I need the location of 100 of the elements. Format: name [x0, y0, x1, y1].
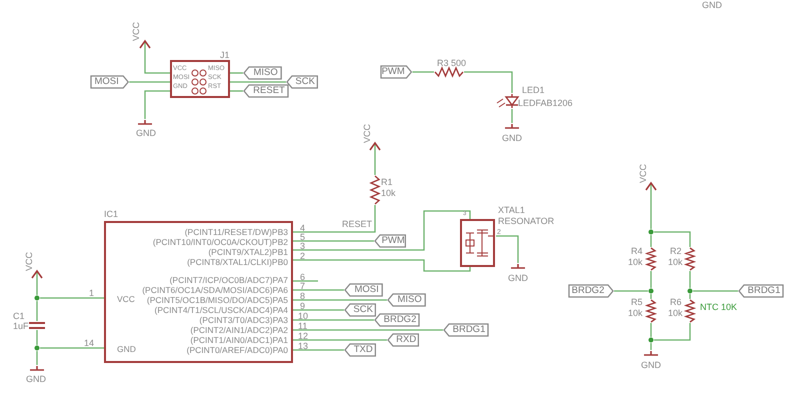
pin-number: 6 — [300, 272, 306, 282]
wire — [293, 205, 376, 233]
wire — [293, 349, 344, 351]
net-name: VCC — [24, 252, 34, 271]
wire — [650, 323, 652, 337]
net-label: BRDG1 — [738, 284, 784, 298]
part-value: LEDFAB1206 — [518, 98, 573, 108]
wire — [496, 235, 519, 263]
part-name: LED1 — [522, 85, 545, 95]
pin-name: (PCINT7/ICP/OC0B/ADC7)PA7 — [170, 275, 288, 285]
pin-number: 1 — [89, 288, 94, 298]
pin-name: (PCINT3/T0/ADC3)PA3 — [199, 315, 288, 325]
part-name: J1 — [220, 50, 230, 60]
wire — [293, 339, 387, 341]
net-name: GND — [702, 0, 722, 10]
wire — [293, 280, 318, 282]
part-value: 10k — [628, 308, 643, 318]
net-label: PWM — [380, 65, 412, 79]
net-name: RESET — [342, 219, 372, 229]
part-name: C1 — [13, 311, 25, 321]
wire — [36, 301, 38, 321]
pin-number: 3 — [300, 241, 306, 251]
pin-name: (PCINT4/T1/SCL/USCK/ADC4)PA4 — [154, 305, 288, 315]
pin-number: 12 — [298, 331, 308, 341]
net-name: VCC — [131, 22, 141, 41]
arrow — [31, 270, 43, 295]
pin-name: (PCINT2/AIN1/ADC2)PA2 — [190, 325, 288, 335]
net-label: RXD — [387, 333, 420, 347]
net-label: MOSI — [90, 75, 130, 89]
wire — [293, 309, 344, 311]
wire — [40, 297, 104, 299]
pin-name: (PCINT5/OC1B/MISO/DO/ADC5)PA5 — [146, 295, 288, 305]
pin-number: 4 — [300, 223, 306, 233]
wire — [464, 71, 513, 93]
wire — [614, 290, 648, 292]
part-value: 10k — [381, 188, 396, 198]
pin-name: (PCINT8/XTAL1/CLKI)PB0 — [187, 257, 288, 267]
wire — [293, 259, 471, 272]
pin-name: (PCINT1/AIN0/ADC1)PA1 — [190, 335, 288, 345]
part-name: R5 — [631, 297, 643, 307]
pin-name: GND — [117, 344, 136, 354]
arrow — [645, 182, 657, 229]
wire — [40, 347, 104, 349]
arrow — [369, 142, 381, 175]
wire — [230, 72, 243, 74]
wire — [689, 271, 691, 288]
pin-number: 7 — [300, 281, 306, 291]
pin-number: 14 — [84, 338, 94, 348]
pin-name: (PCINT11/RESET/DW)PB3 — [184, 227, 288, 237]
part-value: RESONATOR — [498, 216, 554, 226]
net-name: GND — [502, 133, 522, 143]
pin-name: (PCINT10/INT0/OC0A/CKOUT)PB2 — [152, 237, 288, 247]
net-name: VCC — [362, 124, 372, 143]
wire — [230, 81, 286, 83]
wire — [293, 210, 471, 251]
pin-name: (PCINT9/XTAL2)PB1 — [208, 247, 288, 257]
wire — [293, 299, 387, 301]
net-label: BRDG1 — [443, 323, 489, 337]
pin-name: (PCINT0/AREF/ADC0)PA0 — [186, 345, 288, 355]
net-label: RESET — [243, 84, 289, 98]
wire — [412, 71, 434, 73]
part-name: IC1 — [104, 209, 118, 219]
pin-number: 13 — [298, 341, 308, 351]
wire — [511, 109, 513, 123]
part-name: R3 500 — [437, 58, 466, 68]
pin-number: 10 — [298, 311, 308, 321]
net-label: SCK — [286, 75, 318, 89]
part-name: R6 — [670, 297, 682, 307]
arrow — [139, 40, 170, 74]
pin-number: 9 — [300, 301, 306, 311]
part-name: R1 — [381, 177, 393, 187]
net-label: PWM — [374, 234, 406, 248]
part-value: 10k — [668, 257, 683, 267]
net-label: BRDG2 — [568, 284, 614, 298]
net-name: GND — [508, 273, 528, 283]
wire — [650, 235, 652, 247]
wire — [654, 231, 691, 247]
wire — [36, 351, 38, 365]
wire — [293, 289, 344, 291]
wire — [693, 290, 738, 292]
wire — [293, 240, 374, 242]
wire — [293, 329, 443, 331]
part-value: 10k — [668, 308, 683, 318]
net-label: MISO — [387, 293, 426, 307]
wire — [650, 271, 652, 288]
net-label: BRDG2 — [374, 313, 420, 327]
part-name: R4 — [631, 246, 643, 256]
wire — [36, 330, 38, 345]
pin-number: 8 — [300, 291, 306, 301]
net-label: TXD — [344, 343, 376, 357]
net-name: GND — [641, 360, 661, 370]
part-value: 1uF — [13, 321, 29, 331]
pin-number: 5 — [300, 232, 306, 242]
net-name: GND — [26, 374, 46, 384]
wire — [230, 90, 243, 92]
pin-name: VCC — [117, 294, 135, 304]
part-value: 10k — [628, 257, 643, 267]
net-label: MOSI — [344, 283, 384, 297]
part-name: R2 — [670, 246, 682, 256]
part-name: XTAL1 — [498, 205, 525, 215]
